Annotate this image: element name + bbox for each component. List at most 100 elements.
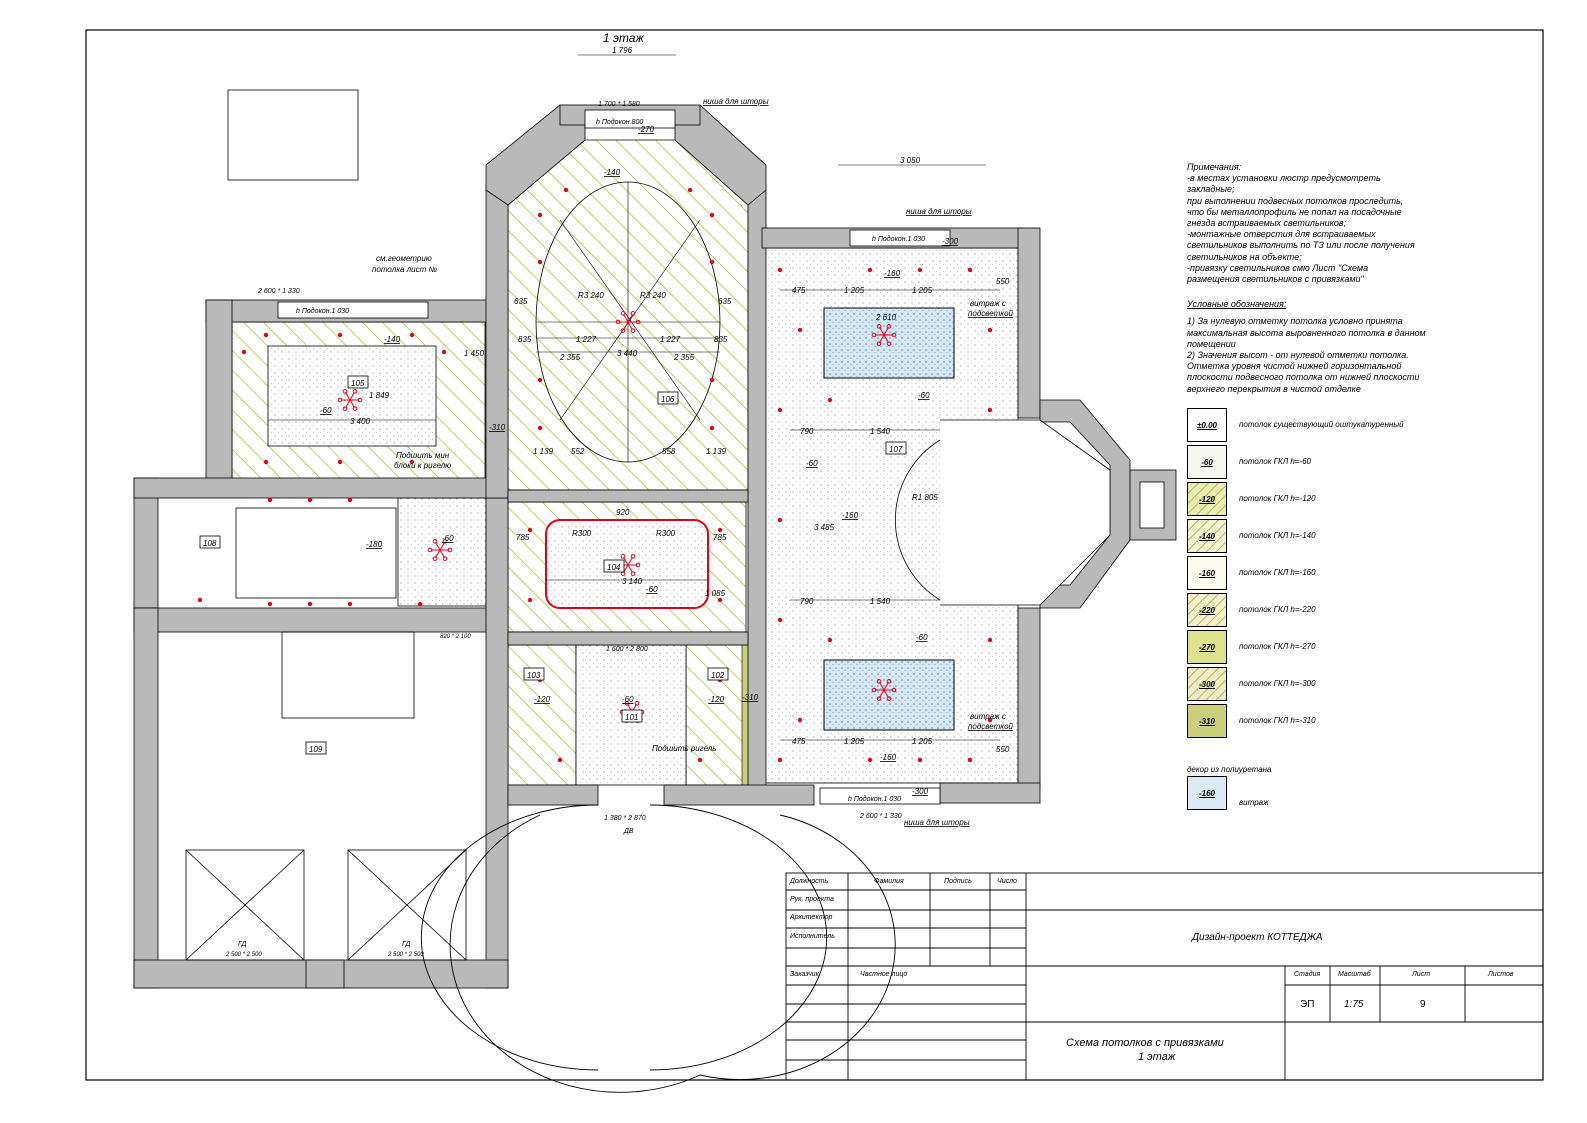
step-arc bbox=[420, 804, 599, 1071]
room-number: 107 bbox=[889, 445, 903, 454]
wall bbox=[305, 959, 345, 989]
dim-label: 1 085 bbox=[705, 589, 726, 598]
legend-swatch: -300 bbox=[1187, 667, 1227, 701]
zone-103 bbox=[507, 644, 577, 786]
legend-label: потолок ГКЛ h=-300 bbox=[1239, 679, 1316, 688]
dim-label: 2 600 * 1 330 bbox=[257, 288, 300, 295]
spotlight-icon bbox=[717, 597, 723, 603]
room-tag-105 bbox=[347, 375, 369, 389]
spotlight-icon bbox=[441, 349, 447, 355]
sill-label: h Подокон.1 030 bbox=[296, 307, 349, 315]
legend-swatch: -270 bbox=[1187, 630, 1227, 664]
room-number: 106 bbox=[661, 395, 675, 404]
room-tag-101 bbox=[621, 709, 643, 723]
garage-1 bbox=[185, 849, 305, 961]
curtain-note: ниша для шторы bbox=[906, 207, 972, 216]
spotlight-icon bbox=[709, 259, 715, 265]
dim-label: 790 bbox=[800, 427, 814, 436]
level-label: -160 bbox=[880, 753, 897, 762]
tb-project: Дизайн-проект КОТТЕДЖА bbox=[1192, 932, 1323, 943]
legend-note-line: помещении bbox=[1187, 338, 1236, 349]
step-arc bbox=[649, 804, 828, 1071]
legend-swatch: -310 bbox=[1187, 704, 1227, 738]
legend-note-line: плоскости подвесного потолка от нижней п… bbox=[1187, 372, 1420, 383]
garage-diag bbox=[347, 849, 467, 961]
note-line: -привязку светильников смю Лист "Схема bbox=[1187, 262, 1369, 273]
dim-label: 1 540 bbox=[870, 427, 891, 436]
general-notes: Примечания: -в местах установки люстр пр… bbox=[1187, 162, 1437, 395]
spotlight-icon bbox=[709, 425, 715, 431]
garage-size: 2 500 * 2 500 bbox=[225, 952, 262, 958]
legend-swatch: -60 bbox=[1187, 445, 1227, 479]
spotlight-icon bbox=[797, 717, 803, 723]
tb-sheets-label: Листов bbox=[1488, 971, 1514, 978]
tb-scale-label: Масштаб bbox=[1338, 971, 1371, 978]
note-line: закладные; bbox=[1187, 184, 1235, 195]
wall bbox=[507, 784, 599, 806]
legend-note-line: максимальная высота выровненного потолка… bbox=[1187, 327, 1426, 338]
spotlight-icon bbox=[263, 332, 269, 338]
dim-label: 3 485 bbox=[814, 523, 835, 532]
room-number: 109 bbox=[309, 745, 323, 754]
chandelier-icon bbox=[337, 389, 363, 411]
level-label: -60 bbox=[622, 695, 634, 704]
tb-sheet-title: 1 этаж bbox=[1138, 1051, 1176, 1063]
room-number: 104 bbox=[607, 563, 621, 572]
spotlight-icon bbox=[777, 407, 783, 413]
legend-label: потолок ГКЛ h=-270 bbox=[1239, 642, 1316, 651]
level-label: -60 bbox=[646, 585, 658, 594]
dim-label: 1 227 bbox=[660, 335, 681, 344]
legend-swatch: -120 bbox=[1187, 482, 1227, 516]
wall bbox=[1017, 227, 1041, 419]
plan-labels: 1 этаж 1 796 1 700 * 1 580 3 050 h Подок… bbox=[225, 31, 1014, 958]
room-number: 102 bbox=[711, 671, 725, 680]
spotlight-icon bbox=[967, 267, 973, 273]
spotlight-icon bbox=[797, 327, 803, 333]
legend-label: потолок ГКЛ h=-120 bbox=[1239, 494, 1316, 503]
room-tags: 105 106 104 103 102 101 107 108 109 bbox=[199, 375, 907, 755]
wall bbox=[133, 477, 509, 499]
garage-2 bbox=[347, 849, 467, 961]
dim-label: 785 bbox=[713, 533, 727, 542]
stairs-109 bbox=[281, 631, 415, 719]
dim-label: 2 610 bbox=[875, 313, 897, 322]
legend-note-line: Отметка уровня чистой нижней горизонталь… bbox=[1187, 361, 1402, 372]
spotlight-icon bbox=[777, 617, 783, 623]
window-right-bottom bbox=[819, 787, 941, 805]
note-line: светильников выполнить по ТЗ или после п… bbox=[1187, 240, 1415, 251]
note-line: гнезда встраиваемых светильников; bbox=[1187, 218, 1347, 229]
level-label: -60 bbox=[442, 534, 454, 543]
spotlight-icon bbox=[337, 332, 343, 338]
tb-stage-value: ЭП bbox=[1300, 999, 1315, 1010]
door-label: ДВ bbox=[623, 828, 634, 835]
room-number: 105 bbox=[351, 379, 365, 388]
spotlight-icon bbox=[347, 601, 353, 607]
glass-note: витраж с bbox=[970, 712, 1006, 721]
dim-label: 3 440 bbox=[617, 349, 638, 358]
dim-label: 1 205 bbox=[912, 286, 933, 295]
tb-row: Исполнитель bbox=[790, 933, 835, 940]
dim-label: 550 bbox=[996, 277, 1010, 286]
curtain-note: ниша для шторы bbox=[703, 97, 769, 106]
spotlight-icon bbox=[307, 601, 313, 607]
tb-sheet-value: 9 bbox=[1420, 999, 1426, 1010]
dim-label: R3 240 bbox=[578, 291, 604, 300]
geometry-note: потолка лист № bbox=[372, 265, 438, 274]
legend-swatch: -160 bbox=[1187, 556, 1227, 590]
sill-label: h Подокон.1 030 bbox=[872, 235, 925, 243]
dim-label: R3 240 bbox=[640, 291, 666, 300]
garage-label: ГД bbox=[238, 941, 247, 948]
tb-header: Фамилия bbox=[874, 878, 904, 885]
spotlight-icon bbox=[777, 757, 783, 763]
legend-label: потолок ГКЛ h=-160 bbox=[1239, 568, 1316, 577]
bay-room bbox=[940, 419, 1111, 606]
dim-label: 2 355 bbox=[559, 353, 581, 362]
spotlight-icon bbox=[537, 212, 543, 218]
level-label: -120 bbox=[708, 695, 725, 704]
note-line: светильников на объекте; bbox=[1187, 251, 1302, 262]
room-number: 108 bbox=[203, 539, 217, 548]
bay-arc bbox=[894, 439, 941, 601]
legend-item: декор из полиуретана bbox=[1187, 753, 1547, 787]
